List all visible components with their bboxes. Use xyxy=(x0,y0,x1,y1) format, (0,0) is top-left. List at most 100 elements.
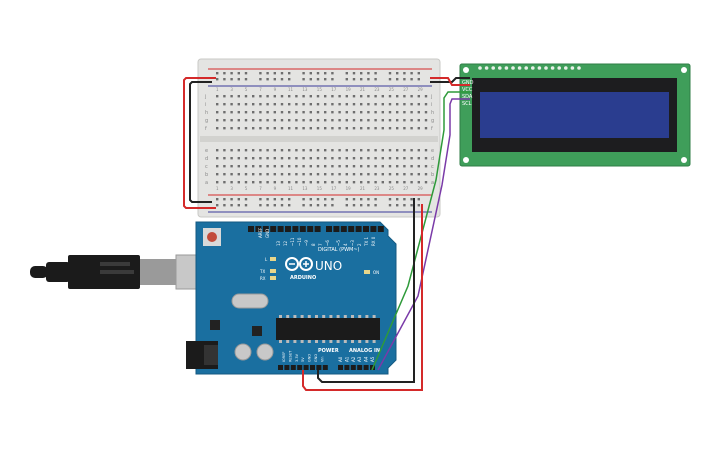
breadboard-hole xyxy=(316,165,320,168)
column-number: 25 xyxy=(389,87,395,92)
breadboard-hole xyxy=(302,95,305,98)
breadboard-hole xyxy=(316,78,320,81)
breadboard-hole xyxy=(324,103,327,106)
breadboard-hole xyxy=(367,198,370,201)
breadboard-hole xyxy=(410,173,413,176)
breadboard-hole xyxy=(223,204,226,207)
breadboard-hole xyxy=(266,198,269,201)
header-pin xyxy=(333,226,340,232)
breadboard-hole xyxy=(345,119,348,122)
breadboard-hole xyxy=(302,198,305,201)
breadboard-hole xyxy=(324,149,327,152)
header-pin xyxy=(363,365,369,370)
breadboard-hole xyxy=(244,181,248,184)
breadboard-hole xyxy=(381,149,384,152)
breadboard-hole xyxy=(230,127,233,130)
breadboard-hole xyxy=(424,111,428,114)
breadboard-hole xyxy=(388,198,392,201)
column-number: 17 xyxy=(331,87,337,92)
breadboard-hole xyxy=(396,78,399,81)
breadboard-hole xyxy=(295,95,298,98)
breadboard-hole xyxy=(216,78,219,81)
wire-red-rail-jumper[interactable] xyxy=(183,77,216,209)
breadboard-hole xyxy=(273,204,276,207)
column-number: 23 xyxy=(374,87,380,92)
breadboard-hole xyxy=(295,157,298,160)
breadboard-hole xyxy=(280,165,284,168)
breadboard-hole xyxy=(360,95,363,98)
digital-pin-label: 8 xyxy=(311,243,316,246)
breadboard-hole xyxy=(295,103,298,106)
breadboard-hole xyxy=(367,165,370,168)
digital-pin-label: 4 xyxy=(343,243,348,246)
breadboard-hole xyxy=(252,95,255,98)
wire-gnd[interactable] xyxy=(317,198,415,383)
breadboard-hole xyxy=(424,165,428,168)
breadboard-hole xyxy=(345,181,348,184)
breadboard-hole xyxy=(338,95,341,98)
chip-pin xyxy=(293,315,297,318)
breadboard-hole xyxy=(237,119,240,122)
l-led xyxy=(270,257,276,261)
column-number: 7 xyxy=(259,87,262,92)
wires[interactable] xyxy=(183,77,470,391)
breadboard-hole xyxy=(266,127,269,130)
breadboard-hole xyxy=(223,95,226,98)
wire-5v[interactable] xyxy=(302,204,423,391)
breadboard-hole xyxy=(396,149,399,152)
breadboard-hole xyxy=(403,119,406,122)
chip-pin xyxy=(315,315,318,318)
breadboard-hole xyxy=(223,165,226,168)
row-letter: c xyxy=(205,164,208,170)
breadboard-hole xyxy=(230,204,233,207)
breadboard-hole xyxy=(295,127,298,130)
breadboard-hole xyxy=(237,127,240,130)
breadboard-hole xyxy=(309,111,312,114)
breadboard-hole xyxy=(288,127,291,130)
breadboard-hole xyxy=(316,204,320,207)
breadboard-hole xyxy=(360,198,363,201)
breadboard-hole xyxy=(396,127,399,130)
breadboard-hole xyxy=(280,198,284,201)
breadboard-hole xyxy=(288,181,291,184)
breadboard-hole xyxy=(324,198,327,201)
on-led xyxy=(364,270,370,274)
power-pin-label: RESET xyxy=(288,350,292,362)
reset-button-cap[interactable] xyxy=(207,232,217,242)
atmega-chip xyxy=(276,318,380,340)
digital-pin-label: ~11 xyxy=(290,237,295,246)
breadboard-hole xyxy=(273,165,276,168)
breadboard-hole xyxy=(230,173,233,176)
breadboard-hole xyxy=(216,157,219,160)
header-pin xyxy=(350,365,356,370)
column-number: 11 xyxy=(288,87,294,92)
usb-cable[interactable] xyxy=(30,254,217,290)
wire-lcd-sda[interactable] xyxy=(371,91,470,371)
wire-black-rail-jumper[interactable] xyxy=(189,81,212,203)
breadboard-hole xyxy=(259,111,262,114)
breadboard-hole xyxy=(288,103,291,106)
tx-led xyxy=(270,269,276,273)
breadboard-hole xyxy=(367,173,370,176)
wire-lcd-gnd[interactable] xyxy=(430,77,470,83)
atmega-pins xyxy=(279,315,376,343)
wire-lcd-scl[interactable] xyxy=(377,98,470,371)
breadboard-hole xyxy=(230,111,233,114)
breadboard-hole xyxy=(237,198,240,201)
breadboard-hole xyxy=(352,103,356,106)
breadboard-hole xyxy=(388,111,392,114)
breadboard-hole xyxy=(338,127,341,130)
wire-lcd-vcc[interactable] xyxy=(430,77,470,86)
breadboard-hole xyxy=(280,119,284,122)
breadboard-hole xyxy=(338,181,341,184)
breadboard-hole xyxy=(360,204,363,207)
lcd-module[interactable]: GND VCC SDA SCL xyxy=(459,63,691,167)
row-letter: g xyxy=(205,118,208,124)
breadboard-hole xyxy=(302,103,305,106)
breadboard-hole xyxy=(338,149,341,152)
column-number: 11 xyxy=(288,186,294,191)
lcd-header-pin xyxy=(517,66,522,70)
breadboard-hole xyxy=(316,111,320,114)
